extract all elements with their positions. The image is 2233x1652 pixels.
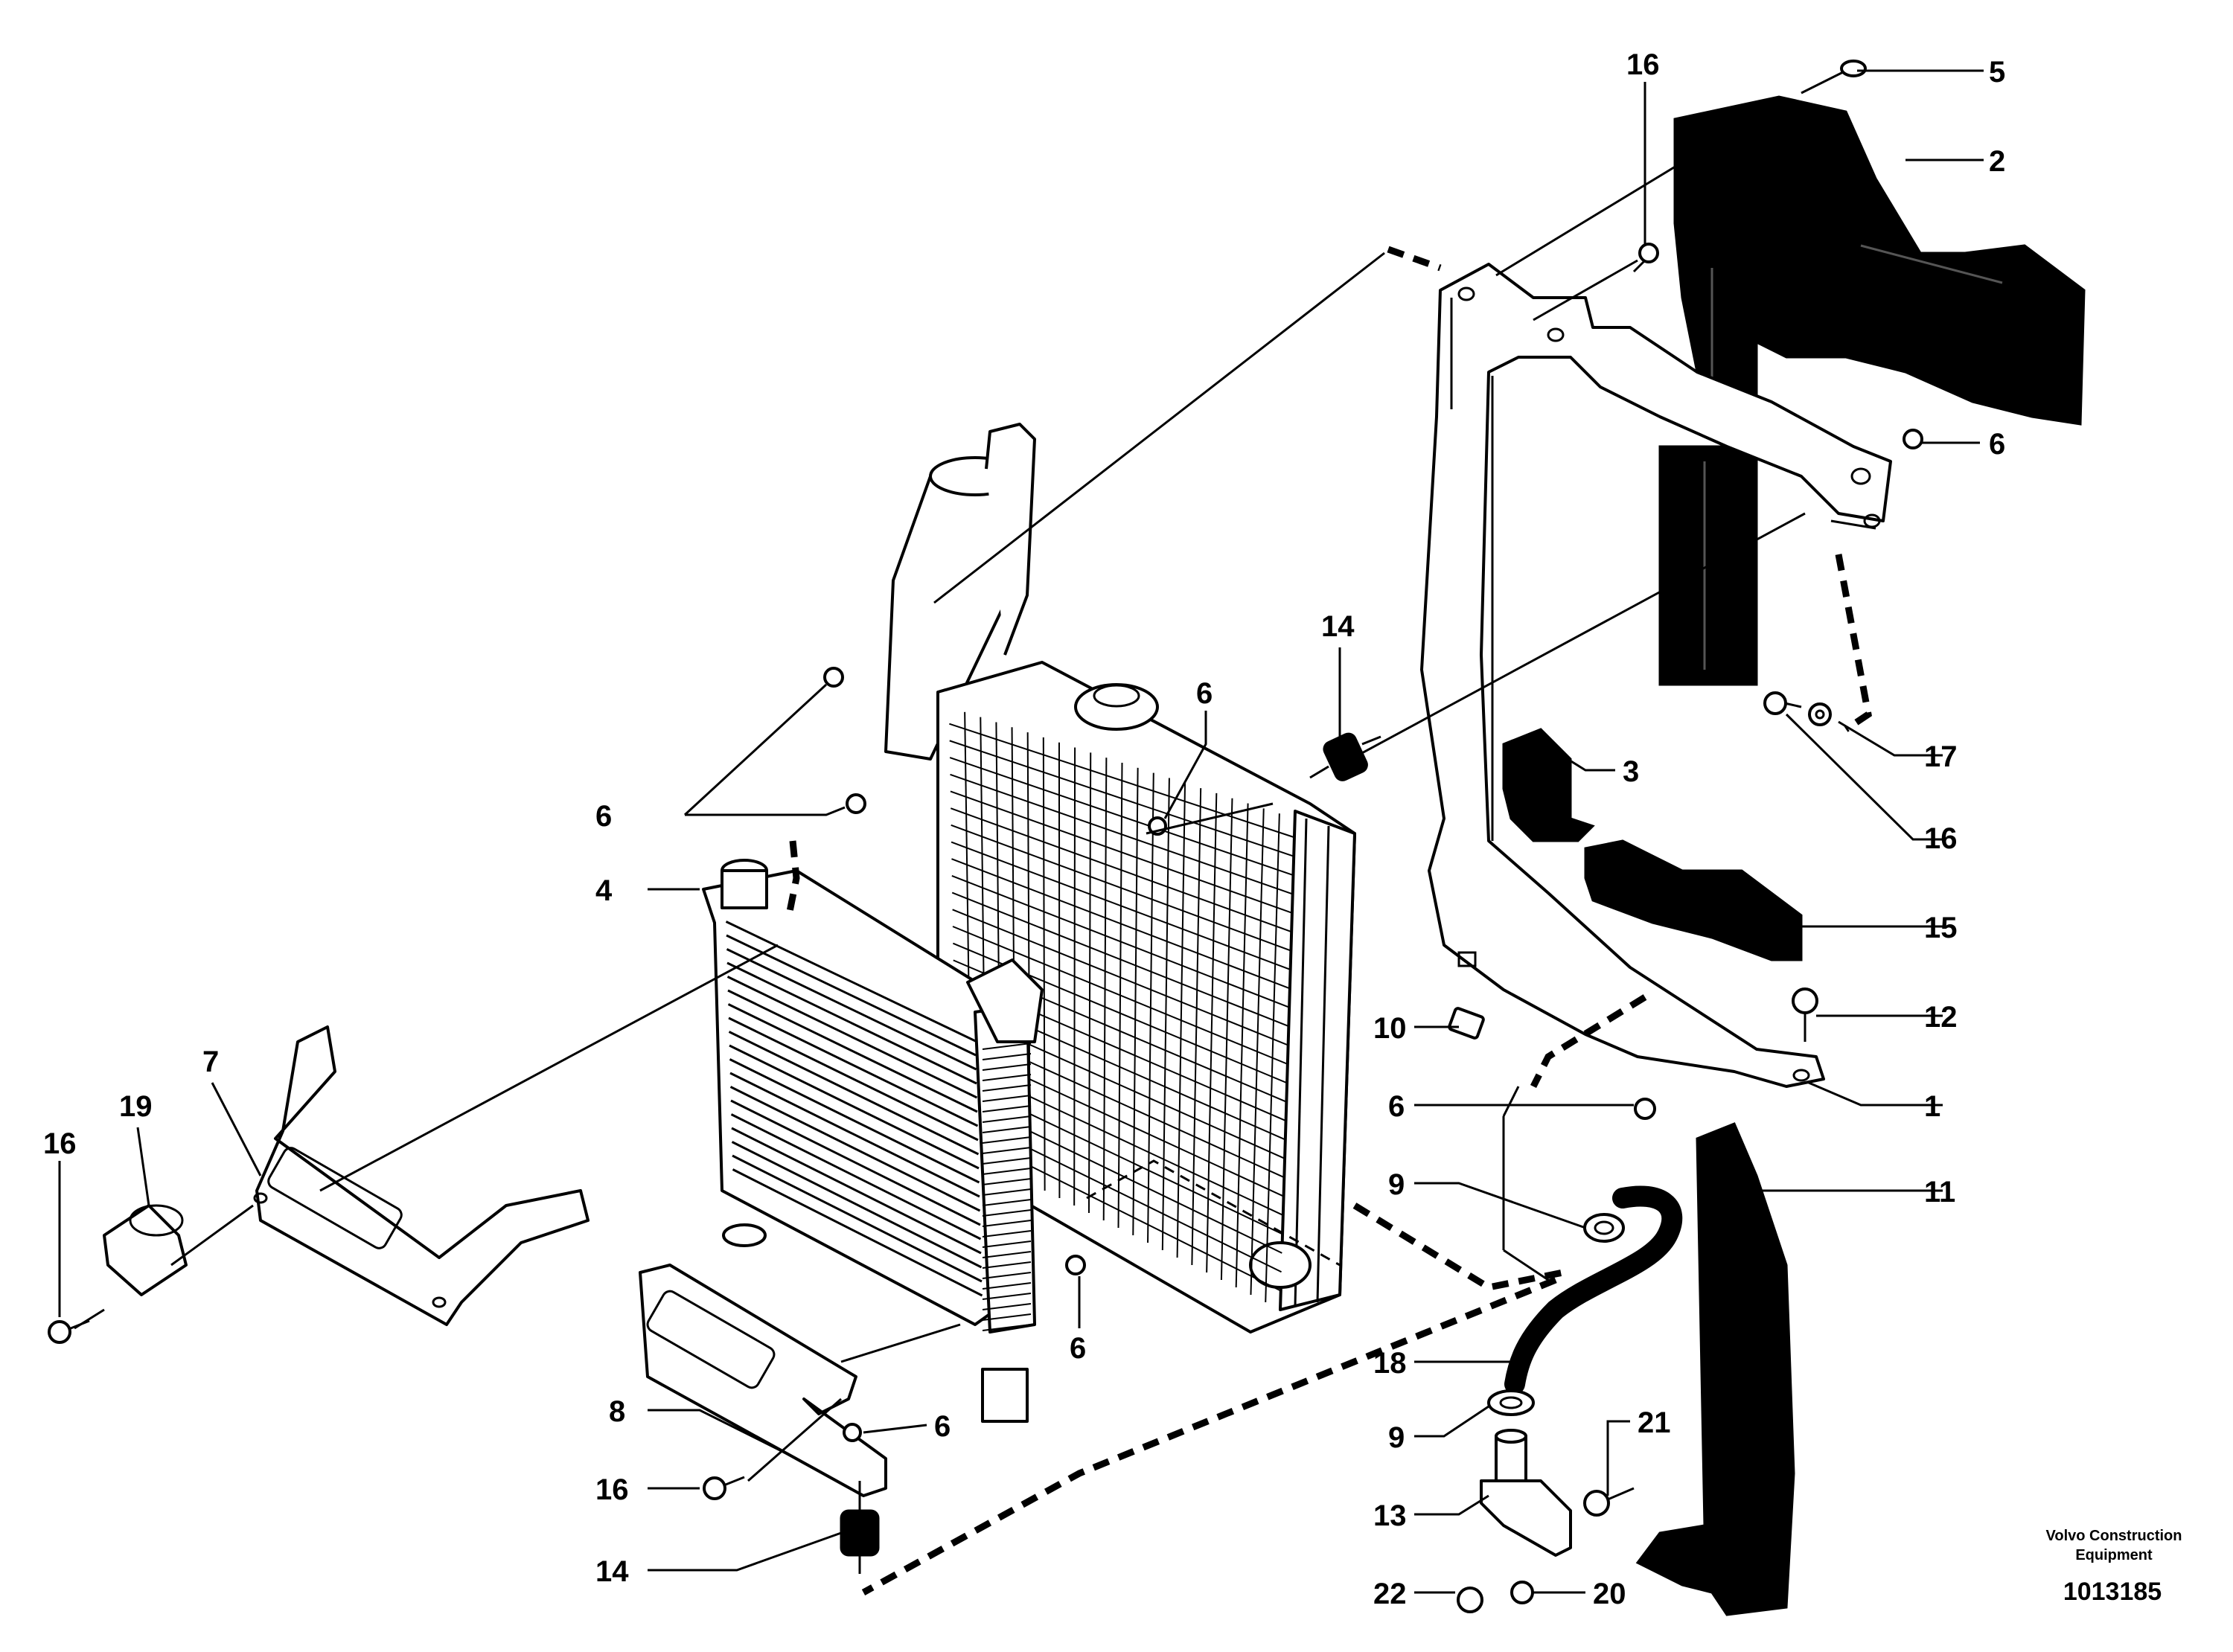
- bolt-12: [1792, 987, 1818, 1042]
- assembly-solid-lines: [74, 147, 1876, 1482]
- callout-20: 20: [1593, 1578, 1626, 1610]
- plug-20: [1510, 1581, 1534, 1604]
- clamp-9-upper: [1583, 1213, 1625, 1243]
- clip-10: [1448, 1007, 1485, 1040]
- callout-6-cooler: 6: [1070, 1332, 1086, 1365]
- callout-6-top-right: 6: [1989, 428, 2005, 461]
- bolt-16-top: [1632, 243, 1659, 273]
- footer-caption: Volvo Construction Equipment 1013185: [2046, 1528, 2182, 1606]
- bolt-16-right: [1763, 691, 1802, 715]
- callout-11: 11: [1924, 1176, 1955, 1208]
- caption-line-1: Volvo Construction: [2046, 1528, 2182, 1544]
- callout-15: 15: [1924, 912, 1958, 944]
- part-fitting-13: [1480, 1429, 1572, 1557]
- callout-8: 8: [609, 1395, 625, 1428]
- callout-16-left: 16: [43, 1127, 77, 1160]
- nut-6-cooler: [1065, 1255, 1086, 1275]
- callout-leaders: [58, 69, 1984, 1594]
- part-hose-18: [1504, 1185, 1683, 1395]
- bolt-21: [1583, 1487, 1635, 1517]
- callout-3: 3: [1623, 755, 1639, 788]
- clamp-9-lower: [1487, 1389, 1535, 1416]
- washer-17-inner: [1815, 709, 1825, 720]
- callout-22: 22: [1373, 1578, 1407, 1610]
- part-mount-19: [103, 1204, 188, 1296]
- callout-labels: 5 2 16 6 17 3 16 15 12 1 11 10 6 9 18 9 …: [43, 48, 2005, 1610]
- nut-6-lower-right: [1634, 1098, 1656, 1120]
- callout-6-left: 6: [595, 800, 612, 833]
- part-bracket-8: [639, 1264, 887, 1497]
- nut-6-bracket: [843, 1423, 862, 1442]
- expansion-tank: [884, 423, 1036, 761]
- document-number: 1013185: [2063, 1578, 2162, 1606]
- part-bar-15: [1584, 839, 1803, 961]
- callout-4: 4: [595, 874, 613, 907]
- callout-16-right: 16: [1924, 822, 1958, 855]
- callout-19: 19: [119, 1090, 153, 1123]
- nut-6-top-right: [1903, 429, 1923, 449]
- callout-12: 12: [1924, 1001, 1958, 1034]
- callout-10: 10: [1373, 1012, 1407, 1045]
- callout-6-lower-right: 6: [1388, 1090, 1405, 1123]
- assembly-dashed-lines: [785, 246, 1872, 1595]
- callout-21: 21: [1638, 1406, 1671, 1439]
- nut-6-left: [846, 793, 866, 814]
- bolt-16-left: [48, 1319, 90, 1344]
- callout-5: 5: [1989, 56, 2005, 89]
- caption-line-2: Equipment: [2075, 1547, 2153, 1563]
- callout-14-lower: 14: [595, 1555, 629, 1588]
- part-screw-5: [1801, 60, 1867, 95]
- part-mount-14-upper: [1309, 732, 1381, 781]
- callout-7: 7: [202, 1046, 219, 1078]
- bolt-16-lower: [703, 1476, 745, 1500]
- nut-6-tank: [823, 667, 844, 688]
- part-guard-11: [1635, 1122, 1795, 1616]
- callout-6-radiator: 6: [1196, 677, 1213, 710]
- nut-22: [1457, 1587, 1483, 1613]
- callout-2: 2: [1989, 145, 2005, 178]
- callout-14-upper: 14: [1321, 610, 1355, 643]
- part-mount-14-lower: [840, 1481, 880, 1574]
- part-block-3: [1502, 728, 1595, 842]
- callout-16-top: 16: [1626, 48, 1660, 81]
- callout-9-lower: 9: [1388, 1421, 1405, 1454]
- callout-9-upper: 9: [1388, 1168, 1405, 1201]
- callout-6-bracket: 6: [934, 1410, 951, 1443]
- small-hardware: [48, 60, 1923, 1613]
- callout-1: 1: [1924, 1090, 1940, 1123]
- part-bracket-7: [253, 1025, 590, 1326]
- part-radiator-frame-1: [1420, 263, 1892, 1088]
- part-oil-cooler-4: [702, 859, 1044, 1423]
- washer-17: [1808, 702, 1832, 726]
- callout-18: 18: [1373, 1347, 1407, 1380]
- callout-17: 17: [1924, 740, 1958, 773]
- callout-16-lower: 16: [595, 1473, 629, 1506]
- callout-13: 13: [1373, 1499, 1407, 1532]
